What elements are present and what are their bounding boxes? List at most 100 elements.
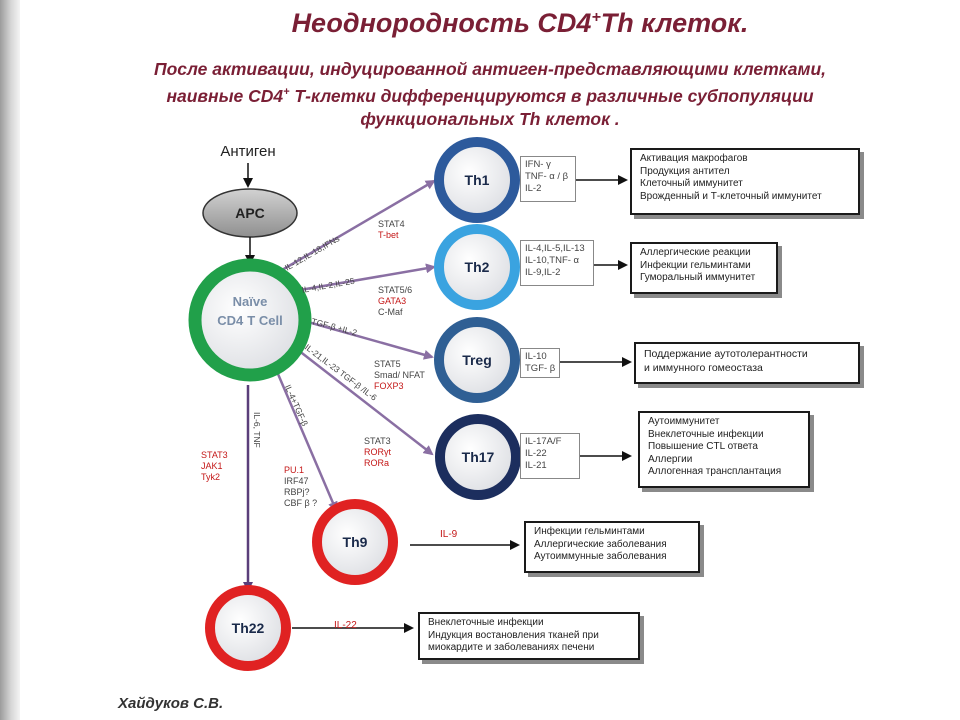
treg-function-2: и иммунного гомеостаза (644, 362, 763, 374)
subtitle-line-2-sup: + (283, 86, 290, 98)
author-credit: Хайдуков С.В. (118, 695, 224, 712)
treg-tf-2: Smad/ NFAT (374, 370, 425, 380)
th2-function-3: Гуморальный иммунитет (640, 272, 756, 283)
th1-tf-1: STAT4 (378, 219, 405, 229)
th22-function-3: миокардите и заболеваниях печени (428, 642, 595, 653)
th1-label: Th1 (465, 172, 490, 188)
th22-function-2: Индукция востановления тканей при (428, 629, 599, 641)
th1-function-3: Клеточный иммунитет (640, 178, 743, 189)
subtitle-line-3: функциональных Th клеток . (360, 108, 620, 129)
subtitle-line-2: наивные CD4+ Т-клетки дифференцируются в… (60, 81, 920, 108)
th17-function-5: Аллогенная трансплантация (648, 466, 782, 477)
th2-tf-group: STAT5/6 GATA3 C-Maf (378, 285, 412, 318)
treg-cell (434, 317, 520, 403)
th2-functions-box: Аллергические реакции Инфекции гельминта… (630, 242, 778, 294)
th9-label: Th9 (343, 534, 368, 550)
slide-subtitle: После активации, индуцированной антиген-… (60, 58, 920, 131)
th1-cytokine-3: IL-2 (525, 183, 542, 194)
th2-tf-3: C-Maf (378, 307, 403, 317)
treg-tf-group: STAT5 Smad/ NFAT FOXP3 (374, 359, 425, 392)
naive-cd4-text: CD4 (217, 313, 244, 328)
th2-function-1: Аллергические реакции (640, 247, 751, 258)
th17-cytokines: IL-17A/F IL-22 IL-21 (520, 433, 580, 479)
treg-cytokine-2: TGF- β (525, 363, 556, 374)
th22-cell (205, 585, 291, 671)
subtitle-line-1: После активации, индуцированной антиген-… (154, 59, 826, 79)
treg-functions-box: Поддержание аутотолерантности и иммунног… (634, 342, 860, 384)
th2-function-2: Инфекции гельминтами (640, 259, 751, 271)
th17-function-4: Аллергии (648, 453, 693, 465)
subtitle-line-2-pre: наивные CD4 (166, 85, 284, 106)
th17-tf-3: RORa (364, 458, 390, 468)
th9-tf-2: IRF47 (284, 476, 309, 486)
th2-cytokine-3: IL-9,IL-2 (525, 267, 561, 278)
th17-label: Th17 (462, 449, 495, 465)
th1-cell (434, 137, 520, 223)
th2-cytokine-2: IL-10,TNF- α (525, 255, 580, 266)
th17-functions-box: Аутоиммунитет Внеклеточные инфекции Повы… (638, 411, 810, 488)
th2-cell (434, 224, 520, 310)
th17-function-1: Аутоиммунитет (648, 416, 720, 427)
subtitle-line-2-post: Т-клетки дифференцируются в различные су… (289, 85, 814, 106)
arrow-to-treg (307, 320, 434, 360)
arrow-to-th1 (281, 179, 436, 272)
th1-cytokine-2: TNF- α / β (525, 171, 569, 182)
th2-cytokines: IL-4,IL-5,IL-13 IL-10,TNF- α IL-9,IL-2 (520, 240, 594, 286)
th17-cytokine-2: IL-22 (525, 448, 547, 459)
slide-title: Неоднородность CD4+Th клеток. (140, 8, 900, 39)
treg-cytokine-1: IL-10 (525, 351, 547, 362)
th9-cell (312, 499, 398, 585)
th1-function-4: Врожденный и Т-клеточный иммунитет (640, 190, 822, 202)
arrow-to-th9 (276, 373, 338, 512)
th22-tf-3: Tyk2 (201, 472, 221, 482)
th17-tf-2: RORγt (364, 447, 391, 457)
arrow-to-th17 (297, 349, 434, 456)
th1-function-1: Активация макрофагов (640, 153, 748, 164)
arrow-to-th2 (299, 263, 436, 292)
title-main: Неоднородность CD4 (291, 8, 592, 38)
naive-tcell-text: T Cell (247, 313, 282, 328)
th9-function-1: Инфекции гельминтами (534, 526, 645, 537)
th9-tf-3: RBPj? (284, 487, 310, 497)
th2-tf-1: STAT5/6 (378, 285, 413, 295)
treg-tf-3: FOXP3 (374, 381, 404, 391)
th2-label: Th2 (465, 259, 490, 275)
th17-tf-group: STAT3 RORγt RORa (364, 436, 391, 469)
th22-function-1: Внеклеточные инфекции (428, 617, 544, 628)
title-rest: Th клеток. (600, 8, 749, 38)
th17-cytokine-3: IL-21 (525, 460, 547, 471)
th17-cytokine-1: IL-17A/F (525, 436, 562, 447)
th22-tf-2: JAK1 (201, 461, 223, 471)
th17-cell (435, 414, 521, 500)
treg-cytokines: IL-10 TGF- β (520, 348, 560, 378)
antigen-label: Антиген (220, 143, 275, 160)
th9-cytokine: IL-9 (440, 529, 458, 540)
th22-inducer-label: IL-6, TNF (252, 412, 262, 448)
th22-tf-1: STAT3 (201, 450, 228, 460)
th2-tf-2: GATA3 (378, 296, 407, 306)
th9-tf-4: CBF β ? (284, 498, 318, 508)
title-sup: + (591, 9, 601, 26)
th22-tf-group: STAT3 JAK1 Tyk2 (201, 450, 228, 483)
th9-tf-group: PU.1 IRF47 RBPj? CBF β ? (284, 465, 317, 509)
th22-functions-box: Внеклеточные инфекции Индукция востановл… (418, 612, 640, 660)
th17-function-3: Повышение CTL ответа (648, 441, 758, 452)
treg-label: Treg (462, 352, 492, 368)
th1-cytokine-1: IFN- γ (525, 159, 551, 170)
th17-function-2: Внеклеточные инфекции (648, 428, 764, 440)
side-decoration-bar (0, 0, 20, 720)
th1-tf-group: STAT4 T-bet (378, 219, 405, 241)
th1-tf-2: T-bet (378, 230, 399, 240)
th2-cytokine-1: IL-4,IL-5,IL-13 (525, 243, 585, 254)
th9-function-2: Аллергические заболевания (534, 538, 667, 550)
th9-tf-1: PU.1 (284, 465, 305, 475)
treg-tf-1: STAT5 (374, 359, 401, 369)
th1-functions-box: Активация макрофагов Продукция антител К… (630, 148, 860, 215)
naive-cd4-t-cell (188, 258, 312, 382)
th9-functions-box: Инфекции гельминтами Аллергические забол… (524, 521, 700, 573)
th1-cytokines: IFN- γ TNF- α / β IL-2 (520, 156, 576, 202)
th22-label: Th22 (232, 620, 265, 636)
